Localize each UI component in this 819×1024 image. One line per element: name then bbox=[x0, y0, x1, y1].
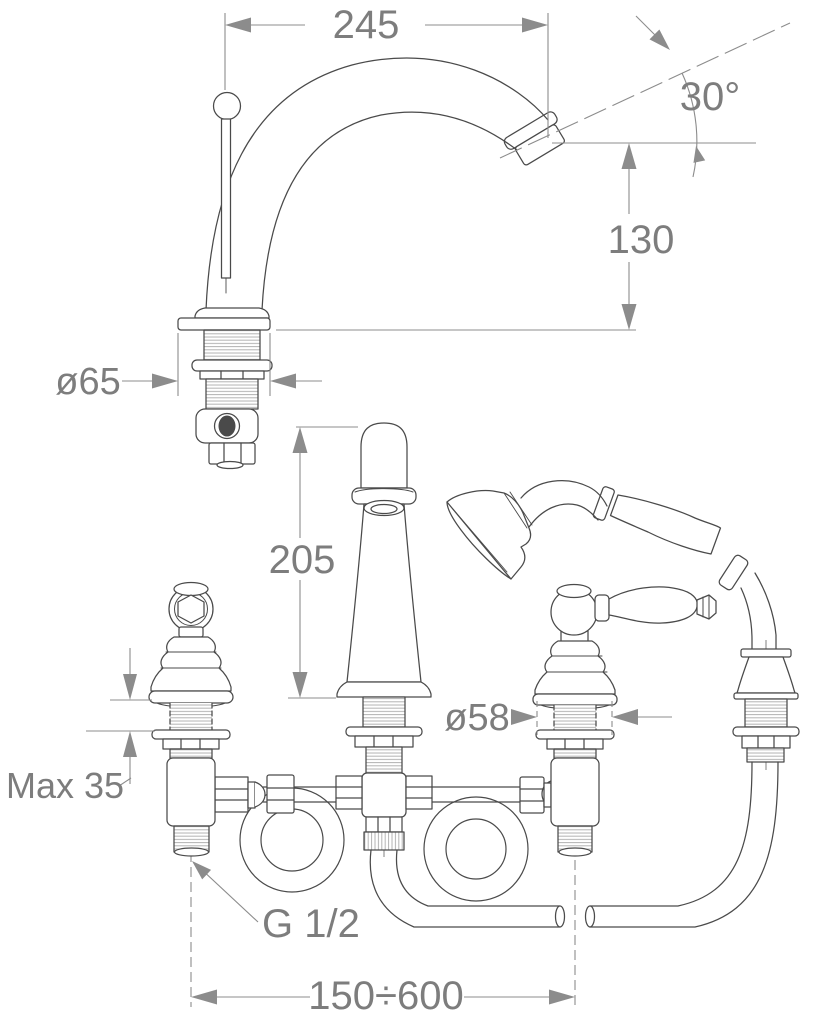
right-hose-coil bbox=[423, 796, 529, 902]
left-handle-cap bbox=[173, 581, 209, 597]
spout-inlet-hole bbox=[218, 415, 236, 437]
dim-spout-reach-label: 245 bbox=[333, 3, 400, 47]
center-hose bbox=[369, 849, 561, 928]
tee-right-nut bbox=[405, 775, 433, 810]
column-nut bbox=[354, 735, 414, 748]
spout-aerator bbox=[503, 111, 565, 166]
hand-shower bbox=[446, 480, 749, 591]
spout-base-band bbox=[177, 317, 271, 331]
dimension-annotations bbox=[86, 13, 791, 1005]
dim-base-diameter-label: ø65 bbox=[55, 361, 120, 403]
left-handle-hex-socket bbox=[177, 594, 205, 624]
shower-grip bbox=[609, 494, 722, 555]
dim-column-height-label: 205 bbox=[269, 538, 336, 582]
grip-end-band bbox=[718, 554, 749, 591]
column-base-flare bbox=[336, 681, 432, 698]
dim-handle-diameter-label: ø58 bbox=[444, 697, 509, 739]
shower-elbow bbox=[520, 480, 608, 507]
dimension-lines bbox=[190, 640, 767, 1007]
spout-thread-lower bbox=[205, 378, 259, 410]
spout-thread-upper bbox=[203, 329, 261, 361]
right-thread-neck bbox=[554, 705, 596, 730]
column-cone bbox=[346, 503, 422, 683]
left-valve-body bbox=[166, 757, 216, 827]
dim-spout-angle bbox=[499, 15, 791, 178]
dim-deck-thickness bbox=[86, 648, 155, 787]
right-handle-cap bbox=[556, 583, 592, 599]
lever-handle bbox=[608, 586, 698, 624]
spout-inner-curve bbox=[261, 111, 518, 311]
left-pipe-coupling bbox=[266, 774, 295, 814]
left-handle-valve bbox=[148, 581, 266, 857]
holder-collar bbox=[740, 648, 792, 658]
left-handle-bell bbox=[150, 636, 232, 692]
coiled-hoses bbox=[239, 787, 529, 902]
right-valve-body bbox=[550, 757, 600, 827]
drawing-art bbox=[148, 57, 800, 928]
dimension-labels: 245 30° 130 ø65 205 ø58 Max 35 G 1/2 150… bbox=[6, 3, 740, 1018]
shower-head bbox=[446, 489, 532, 580]
tee-left-nut bbox=[335, 775, 363, 810]
spout-tail-hex bbox=[208, 442, 256, 465]
left-escutcheon bbox=[148, 690, 234, 704]
popup-rod-knob bbox=[212, 91, 242, 121]
dim-column-height bbox=[288, 426, 358, 699]
dim-deck-thickness-label: Max 35 bbox=[6, 765, 124, 806]
right-escutcheon bbox=[532, 693, 618, 706]
spout-locknut bbox=[199, 370, 265, 380]
dim-spout-height bbox=[276, 165, 636, 331]
handshower-holder bbox=[584, 572, 800, 928]
shower-hose bbox=[589, 761, 779, 928]
tee-body bbox=[361, 772, 407, 818]
dim-spout-reach bbox=[224, 13, 549, 138]
dim-handle-diameter bbox=[536, 701, 672, 735]
column-thread bbox=[362, 696, 406, 728]
dim-installation-span-label: 150÷600 bbox=[308, 974, 463, 1018]
dim-base-diameter bbox=[122, 333, 322, 396]
dim-spout-angle-label: 30° bbox=[680, 75, 741, 119]
lever-neck-ring bbox=[594, 594, 610, 622]
grip-ring bbox=[592, 486, 615, 521]
holder-washer bbox=[732, 726, 800, 737]
popup-rod bbox=[220, 118, 232, 279]
spout-base-lip bbox=[194, 307, 270, 319]
spout-flange bbox=[191, 359, 273, 372]
column-dome bbox=[360, 422, 408, 489]
spout-outer-curve bbox=[205, 57, 549, 311]
right-washer bbox=[535, 729, 615, 740]
tee-bottom-hex bbox=[365, 816, 403, 833]
dim-thread-size-label: G 1/2 bbox=[262, 902, 360, 946]
left-washer bbox=[151, 729, 231, 740]
right-pipe-coupling bbox=[519, 776, 545, 814]
holder-nut bbox=[741, 735, 791, 749]
spout-side-view bbox=[177, 57, 565, 470]
column-washer bbox=[345, 726, 423, 737]
dimension-arrows bbox=[123, 17, 706, 1005]
lever-tip bbox=[696, 594, 717, 620]
left-thread-neck bbox=[170, 703, 212, 730]
right-locknut bbox=[546, 738, 604, 750]
left-port-hex bbox=[214, 776, 249, 813]
dim-spout-height-label: 130 bbox=[608, 218, 675, 262]
leader-thread-size bbox=[199, 867, 259, 923]
mixer-front-view bbox=[148, 422, 800, 928]
holder-cone bbox=[736, 656, 796, 694]
right-handle-valve bbox=[532, 583, 717, 857]
right-handle-bell bbox=[534, 640, 616, 695]
tee-knurled-nut bbox=[363, 831, 405, 851]
left-locknut bbox=[162, 738, 220, 750]
center-column bbox=[335, 422, 566, 928]
holder-thread bbox=[744, 698, 788, 728]
